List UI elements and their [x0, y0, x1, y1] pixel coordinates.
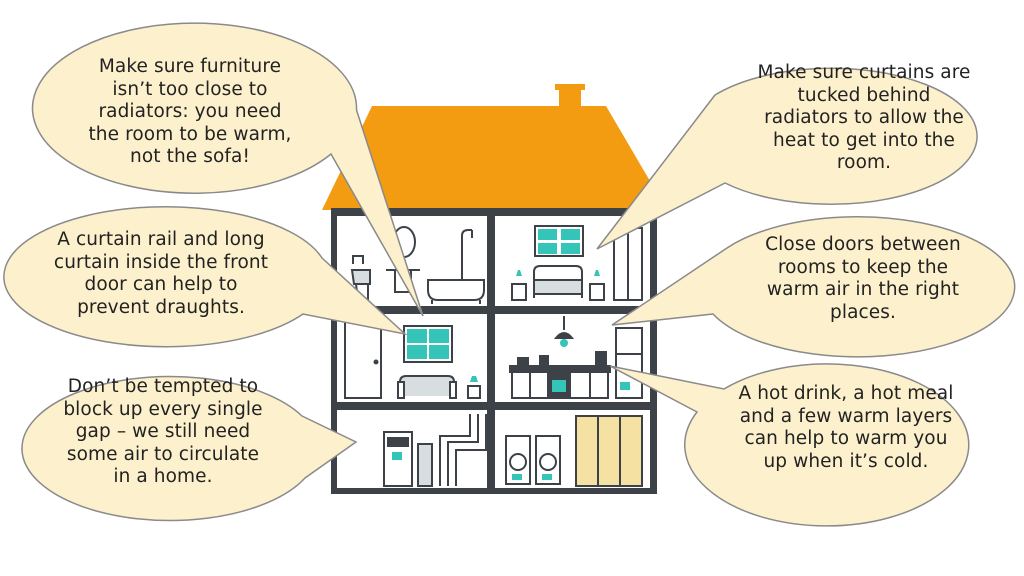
bed-icon	[511, 225, 643, 301]
speech-bubble-gap	[21, 375, 358, 522]
tip-furniture-text: Make sure furniture isn’t too close to r…	[88, 56, 292, 167]
tip-close-doors-text: Close doors between rooms to keep the wa…	[765, 234, 961, 323]
speech-bubble-furniture	[31, 22, 424, 317]
speech-bubble-curtains-tucked	[596, 67, 978, 250]
tip-curtains-tucked-text: Make sure curtains are tucked behind rad…	[757, 62, 971, 173]
roof	[322, 106, 667, 210]
tip-gap-text: Don’t be tempted to block up every singl…	[63, 376, 263, 487]
washing-machine-icon	[505, 415, 643, 487]
kitchen-icon	[509, 316, 643, 399]
house-cutaway-icon	[322, 84, 667, 494]
bathtub-icon	[350, 226, 485, 304]
speech-bubble-close-doors	[611, 216, 1016, 358]
sofa-icon	[344, 319, 481, 399]
tip-hot-drink-text: A hot drink, a hot meal and a few warm l…	[738, 383, 954, 472]
speech-bubble-curtain-rail	[3, 205, 408, 348]
chimney	[555, 84, 585, 90]
speech-bubble-hot-drink	[609, 363, 970, 527]
boiler-icon	[383, 414, 487, 487]
tip-curtain-rail-text: A curtain rail and long curtain inside t…	[53, 229, 269, 318]
